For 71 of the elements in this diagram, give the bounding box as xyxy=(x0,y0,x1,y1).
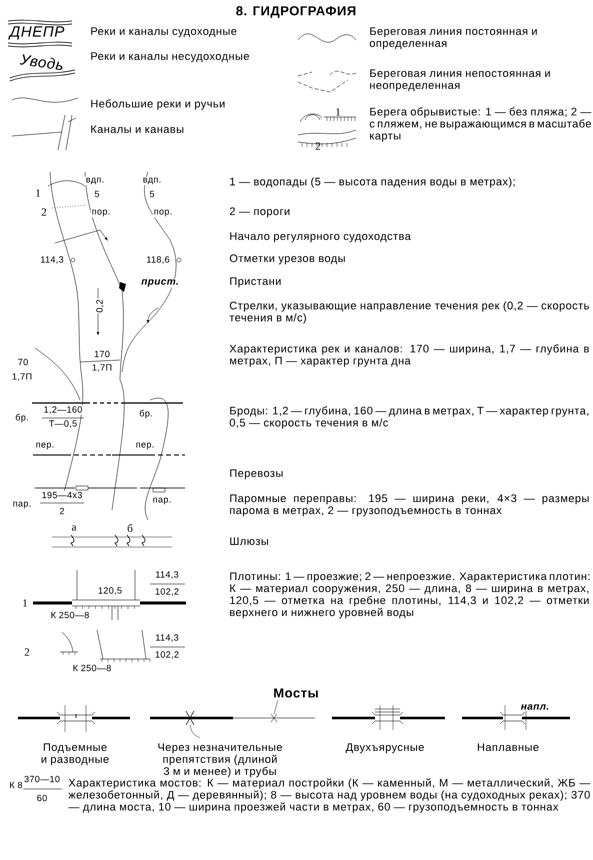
legend-text: Небольшие реки и ручьи xyxy=(91,99,224,110)
map-label: напл. xyxy=(520,703,550,711)
legend-text: Плотины: 1 — проезжие; 2 — непроезжие. Характеристика плотин: К — материал сооружения, 250 — длина, 8 — ширина в метрах, 120,5 — отметка на гребне плотины, 114,3 и 102,2 — отметки верхнего и нижнего уровней воды xyxy=(230,572,590,618)
legend-text: Паромные переправы: 195 — ширина реки, 4×3 — размеры парома в метрах, 2 — грузоподъемность в тоннах xyxy=(230,494,589,516)
map-label: 114,3 xyxy=(154,570,180,580)
legend-text: Каналы и канавы xyxy=(91,125,184,134)
river-name-sample: ДНЕПР xyxy=(8,26,64,40)
map-label: пор. xyxy=(152,208,174,218)
map-label: б xyxy=(128,524,132,532)
map-label: 120,5 xyxy=(97,586,123,596)
map-label: 195—4x3 xyxy=(40,490,84,500)
legend-text: Береговая линия непостоянная и неопределенная xyxy=(370,69,550,92)
legend-text: Наплавные xyxy=(478,743,538,752)
map-label: 5 xyxy=(94,190,100,198)
legend-text: 2 — пороги xyxy=(230,207,290,218)
symbol-number: 2 xyxy=(42,208,46,216)
map-label: пер. xyxy=(34,442,56,450)
legend-text: Характеристика рек и каналов: 170 — ширина, 1,7 — глубина в метрах, П — характер грунта дна xyxy=(230,344,589,367)
legend-text: Реки и каналы несудоходные xyxy=(91,52,249,62)
legend-text: Стрелки, указывающие направление течения рек (0,2 — скорость течения в м/с) xyxy=(230,301,589,324)
legend-text: Перевозы xyxy=(230,469,283,480)
symbol-number: 2 xyxy=(24,648,30,656)
legend-text: Берега обрывистые: 1 — без пляжа; 2 — с пляжем, не выражающимся в масштабе карты xyxy=(370,107,592,142)
map-label: пар. xyxy=(152,496,172,506)
map-label: 170 xyxy=(93,350,111,358)
map-label: 5 xyxy=(148,190,156,198)
map-label: К 8 xyxy=(8,780,24,790)
legend-text: Реки и каналы судоходные xyxy=(91,27,236,38)
legend-text: Начало регулярного судоходства xyxy=(230,232,411,242)
title: 8. ГИДРОГРАФИЯ xyxy=(236,6,356,18)
map-label: 102,2 xyxy=(154,587,180,597)
map-label: 70 xyxy=(16,358,30,366)
map-label: пер. xyxy=(134,442,156,450)
map-label: 0,2 xyxy=(95,298,105,314)
symbol-number: 2 xyxy=(316,142,320,150)
map-label: 1,2—160 xyxy=(42,405,84,415)
map-label: 114,3 xyxy=(154,633,180,643)
symbol-number: 1 xyxy=(336,108,340,116)
legend-text: Береговая линия постоянная и определенная xyxy=(370,27,537,50)
map-label: 114,3 xyxy=(39,255,65,265)
legend-text: Характеристика мостов: К — материал постройки (К — каменный, М — металлический, ЖБ — железобетонный, Д — деревянный); 8 — высота над уровнем воды (на судоходных реках); 370 — длина моста, 10 — ширина проезжей части в метрах, 60 — грузоподъемность в тоннах xyxy=(68,778,590,813)
map-label: 102,2 xyxy=(154,650,180,660)
legend-text: Через незначительные препятствия (длиной 3 м и менее) и трубы xyxy=(158,743,282,778)
map-label: а xyxy=(72,525,76,531)
legend-text: Броды: 1,2 — глубина, 160 — длина в метрах, Т — характер грунта, 0,5 — скорость течения в м/с xyxy=(230,406,588,429)
river-name-sample: Уводь xyxy=(20,54,62,70)
map-label: пар. xyxy=(12,500,32,510)
map-label: пор. xyxy=(90,208,112,218)
symbol-number: 1 xyxy=(36,189,40,197)
legend-text: Отметки урезов воды xyxy=(230,254,345,264)
map-label: К 250—8 xyxy=(50,610,90,620)
symbol-number: 1 xyxy=(23,599,28,607)
map-label: 60 xyxy=(36,794,48,802)
map-label: Т—0,5 xyxy=(48,419,78,429)
legend-text: 1 — водопады (5 — высота падения воды в метрах); xyxy=(230,177,515,188)
map-label: вдп. xyxy=(84,176,106,186)
map-label: вдп. xyxy=(142,176,162,186)
map-label: 1,7П xyxy=(10,372,34,382)
map-label: 370—10 xyxy=(23,774,61,784)
map-label: прист. xyxy=(140,278,180,288)
section-heading: Мосты xyxy=(274,688,318,698)
map-label: 2 xyxy=(58,506,66,516)
legend-text: Пристани xyxy=(230,277,281,288)
legend-text: Подъемные и разводные xyxy=(42,743,109,766)
legend-text: Шлюзы xyxy=(230,537,268,546)
map-label: бр. xyxy=(138,408,154,420)
legend-text: Двухъярусные xyxy=(346,743,424,754)
map-label: К 250—8 xyxy=(72,664,112,672)
map-label: 118,6 xyxy=(145,255,171,265)
map-label: бр. xyxy=(14,412,30,424)
map-label: 1,7П xyxy=(90,363,114,373)
